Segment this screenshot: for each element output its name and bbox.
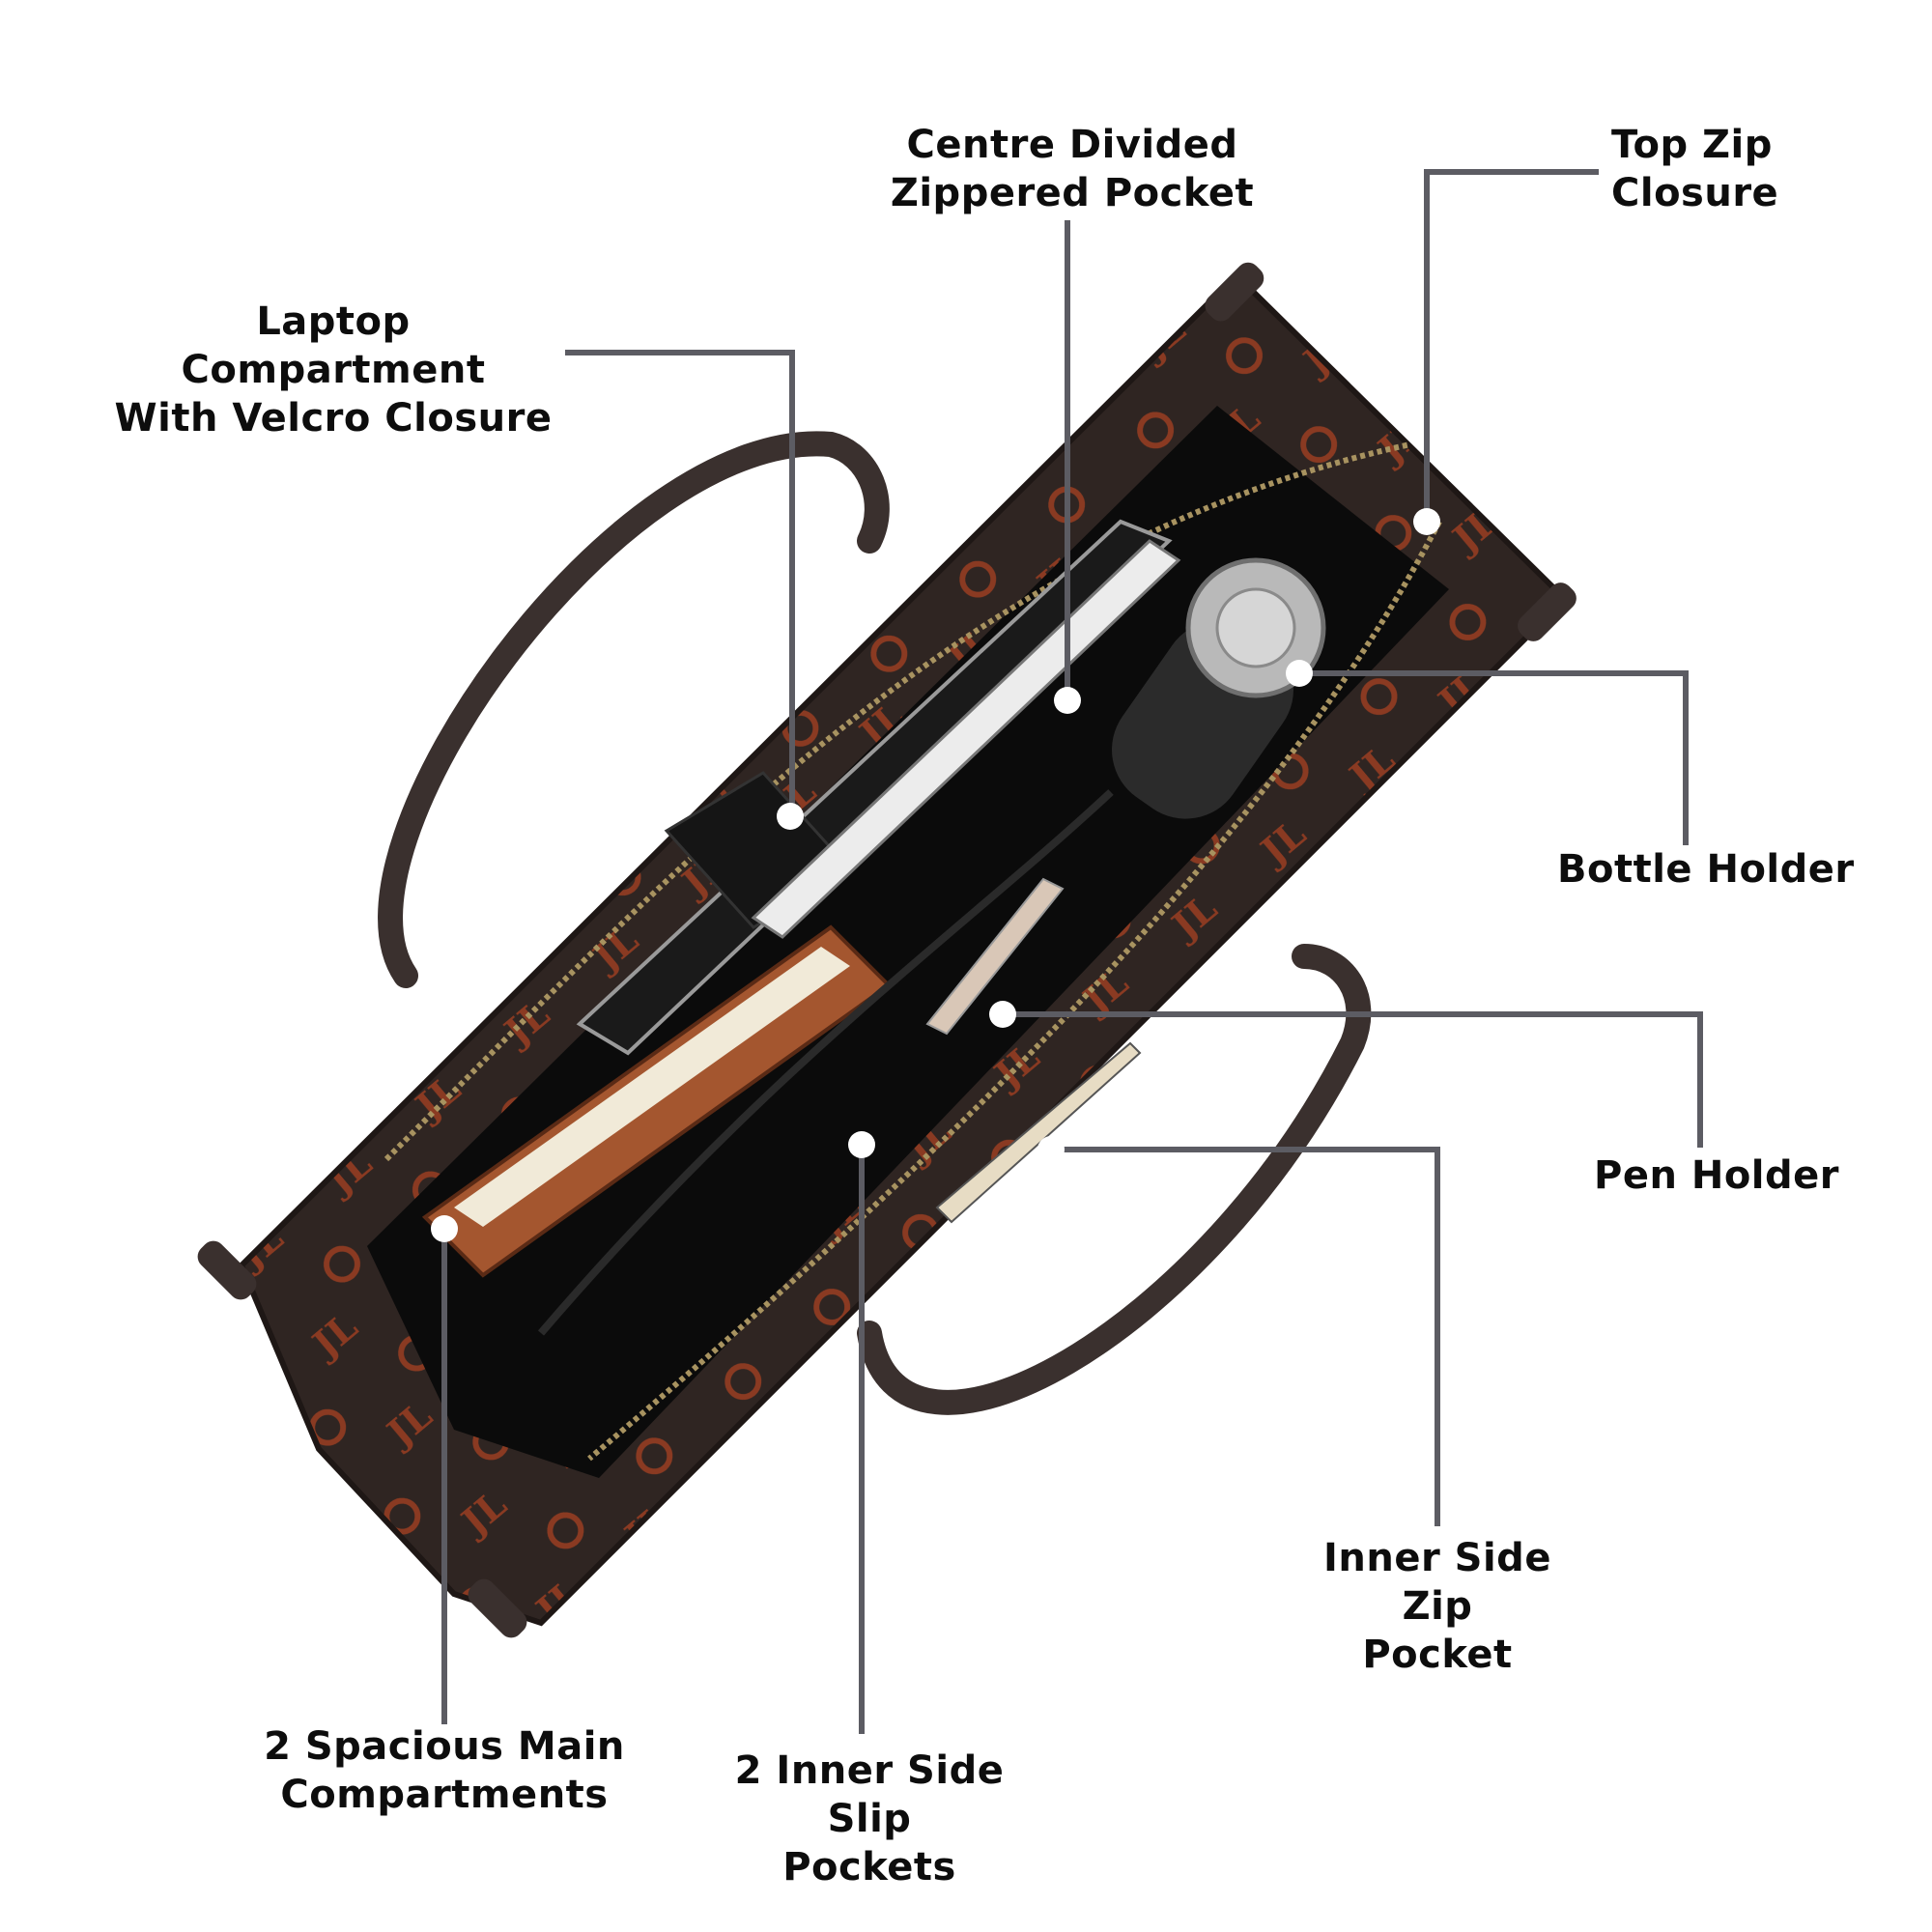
laptop xyxy=(576,519,1173,1056)
corner-tab-left xyxy=(197,1240,257,1300)
leader-top-zip xyxy=(1424,169,1599,520)
label-main-compartments: 2 Spacious Main Compartments xyxy=(264,1724,625,1817)
leader-bottle xyxy=(1299,670,1689,845)
back-handle-left xyxy=(378,431,890,988)
label-centre-divided: Centre Divided Zippered Pocket xyxy=(890,123,1255,215)
front-handle-right xyxy=(857,944,1372,1415)
label-inner-side-zip: Inner Side Zip Pocket xyxy=(1323,1536,1551,1677)
top-zipper xyxy=(384,441,1411,1162)
white-notebook xyxy=(751,539,1181,939)
side-zipper xyxy=(587,520,1442,1462)
dot-top-zip xyxy=(1413,508,1440,535)
label-bottle-holder: Bottle Holder xyxy=(1557,847,1855,892)
diary-pages xyxy=(454,947,850,1227)
dot-centre-divided xyxy=(1054,687,1081,714)
dot-main xyxy=(431,1215,458,1242)
leader-laptop xyxy=(565,350,795,816)
dot-pen xyxy=(989,1001,1016,1028)
dot-slip xyxy=(848,1131,875,1158)
dot-inner-zip xyxy=(1037,1136,1065,1163)
label-laptop-compartment: Laptop Compartment With Velcro Closure xyxy=(114,299,553,440)
dot-laptop xyxy=(777,803,804,830)
leader-inner-zip xyxy=(1051,1147,1440,1526)
label-slip-pockets: 2 Inner Side Slip Pockets xyxy=(734,1748,1005,1889)
pen xyxy=(935,1041,1142,1224)
corner-tab-right xyxy=(1518,582,1577,641)
leader-pen xyxy=(1003,1011,1703,1148)
phone xyxy=(925,877,1065,1036)
dot-bottle xyxy=(1286,660,1313,687)
center-pocket-zip xyxy=(537,789,1114,1336)
label-pen-holder: Pen Holder xyxy=(1594,1153,1840,1198)
corner-tab-bottom xyxy=(468,1578,527,1638)
corner-tab-top xyxy=(1205,262,1264,322)
label-top-zip: Top Zip Closure xyxy=(1611,123,1779,215)
bottle xyxy=(1111,557,1326,819)
